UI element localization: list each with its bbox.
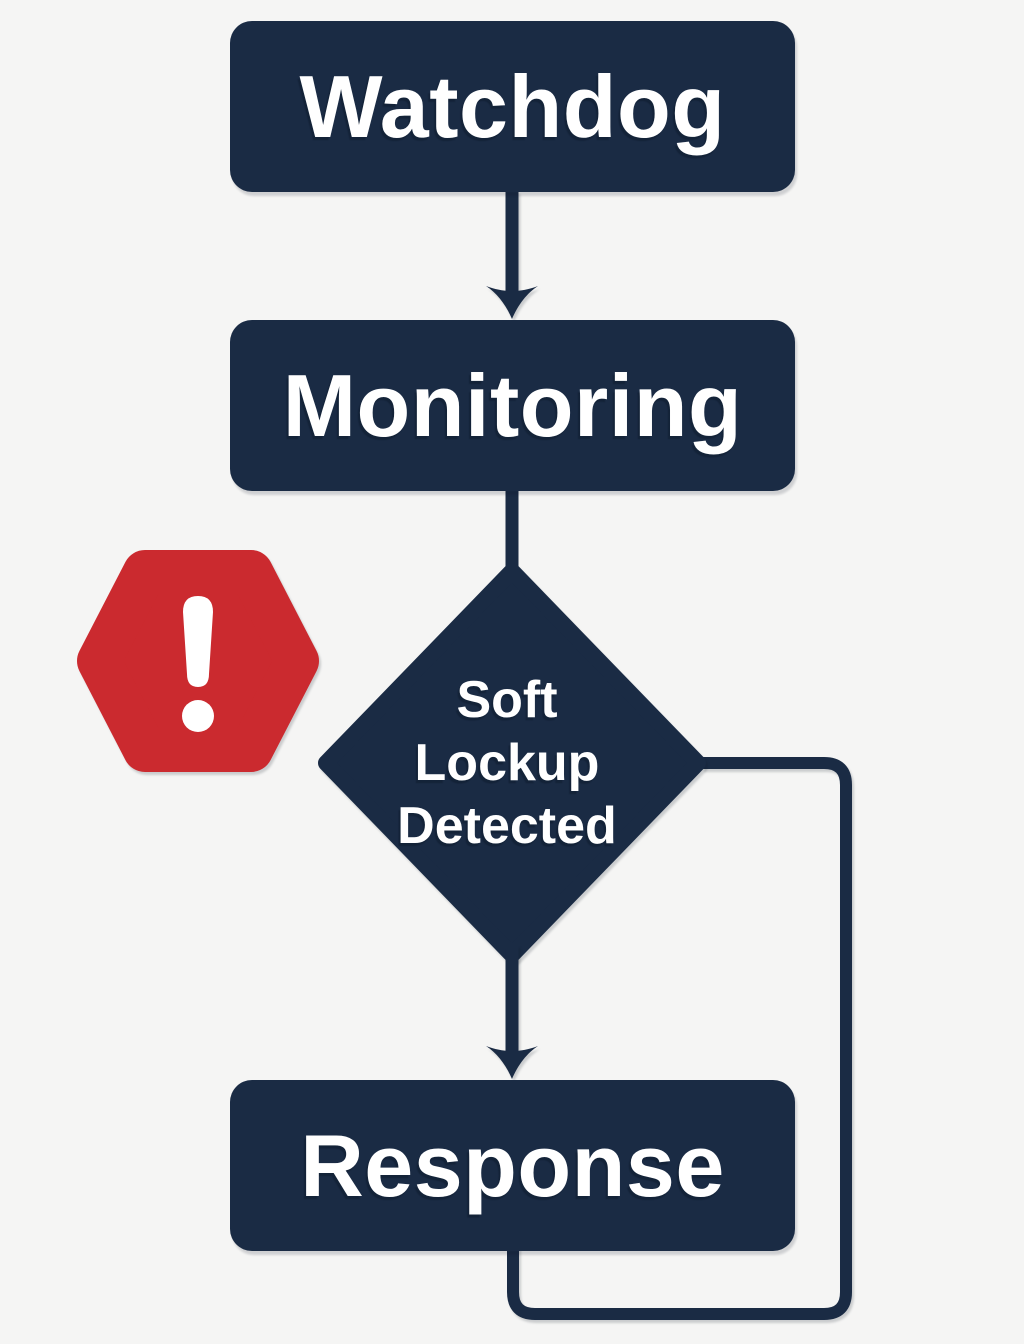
exclamation-dot: [182, 700, 214, 732]
decision-diamond-shape: [318, 563, 706, 963]
exclamation-bar: [183, 596, 213, 687]
node-monitoring-label: Monitoring: [282, 355, 743, 455]
arrow-down-icon: [486, 1046, 538, 1079]
node-watchdog-label: Watchdog: [299, 56, 726, 156]
node-response-label: Response: [300, 1115, 725, 1215]
edge-watchdog-to-monitoring: [486, 191, 538, 319]
alert-hexagon-icon: [77, 550, 319, 772]
node-monitoring: Monitoring: [230, 320, 795, 491]
arrow-down-icon: [486, 286, 538, 319]
node-response: Response: [230, 1080, 795, 1251]
edge-decision-to-response: [486, 945, 538, 1079]
node-watchdog: Watchdog: [230, 21, 795, 192]
edge-decision-loop: [507, 757, 852, 1320]
